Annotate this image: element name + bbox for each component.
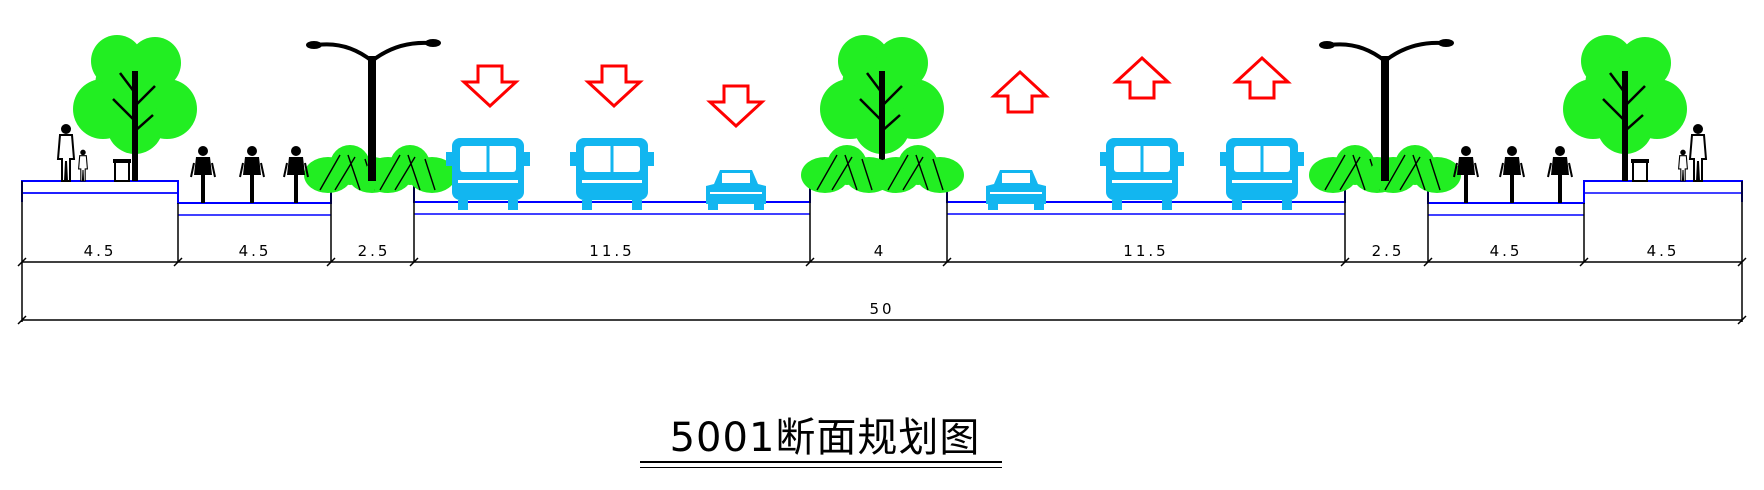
shrub-icon xyxy=(363,144,457,194)
pedestrian-icon xyxy=(1689,123,1707,182)
arrow-up-icon xyxy=(1114,56,1170,100)
child-pedestrian-icon xyxy=(1678,149,1688,182)
dim-label-carriageway-right: 11.5 xyxy=(1123,242,1168,260)
dim-label-sidewalk-right: 4.5 xyxy=(1647,242,1680,260)
trash-bin-icon xyxy=(1630,158,1650,182)
tree-icon xyxy=(71,33,199,183)
dimension-lines xyxy=(17,181,1747,325)
tree-icon xyxy=(1561,33,1689,183)
dim-label-bike-lane-left: 4.5 xyxy=(239,242,272,260)
car-icon xyxy=(706,170,766,210)
arrow-up-icon xyxy=(1234,56,1290,100)
cyclist-icon xyxy=(239,145,265,204)
dim-label-sidewalk-left: 4.5 xyxy=(84,242,117,260)
arrow-down-icon xyxy=(586,64,642,108)
diagram-title-container: 5001断面规划图 xyxy=(640,405,1010,463)
dim-label-green-belt-right: 2.5 xyxy=(1372,242,1405,260)
pedestrian-icon xyxy=(57,123,75,182)
cyclist-icon xyxy=(190,145,216,204)
dim-label-total-width: 50 xyxy=(869,300,894,318)
cyclist-icon xyxy=(1499,145,1525,204)
cyclist-icon xyxy=(283,145,309,204)
dim-label-green-belt-left: 2.5 xyxy=(358,242,391,260)
cyclist-icon xyxy=(1547,145,1573,204)
title-underline xyxy=(640,461,1002,463)
bus-icon xyxy=(1218,136,1306,212)
trash-bin-icon xyxy=(112,158,132,182)
bus-icon xyxy=(1098,136,1186,212)
dim-label-carriageway-left: 11.5 xyxy=(589,242,634,260)
arrow-down-icon xyxy=(708,84,764,128)
bus-icon xyxy=(568,136,656,212)
child-pedestrian-icon xyxy=(78,149,88,182)
dim-label-median: 4 xyxy=(874,242,887,260)
arrow-down-icon xyxy=(462,64,518,108)
dim-label-bike-lane-right: 4.5 xyxy=(1490,242,1523,260)
title-underline-thin xyxy=(640,467,1002,468)
diagram-title: 5001断面规划图 xyxy=(669,415,981,461)
bus-icon xyxy=(444,136,532,212)
cyclist-icon xyxy=(1453,145,1479,204)
car-icon xyxy=(986,170,1046,210)
arrow-up-icon xyxy=(992,70,1048,114)
